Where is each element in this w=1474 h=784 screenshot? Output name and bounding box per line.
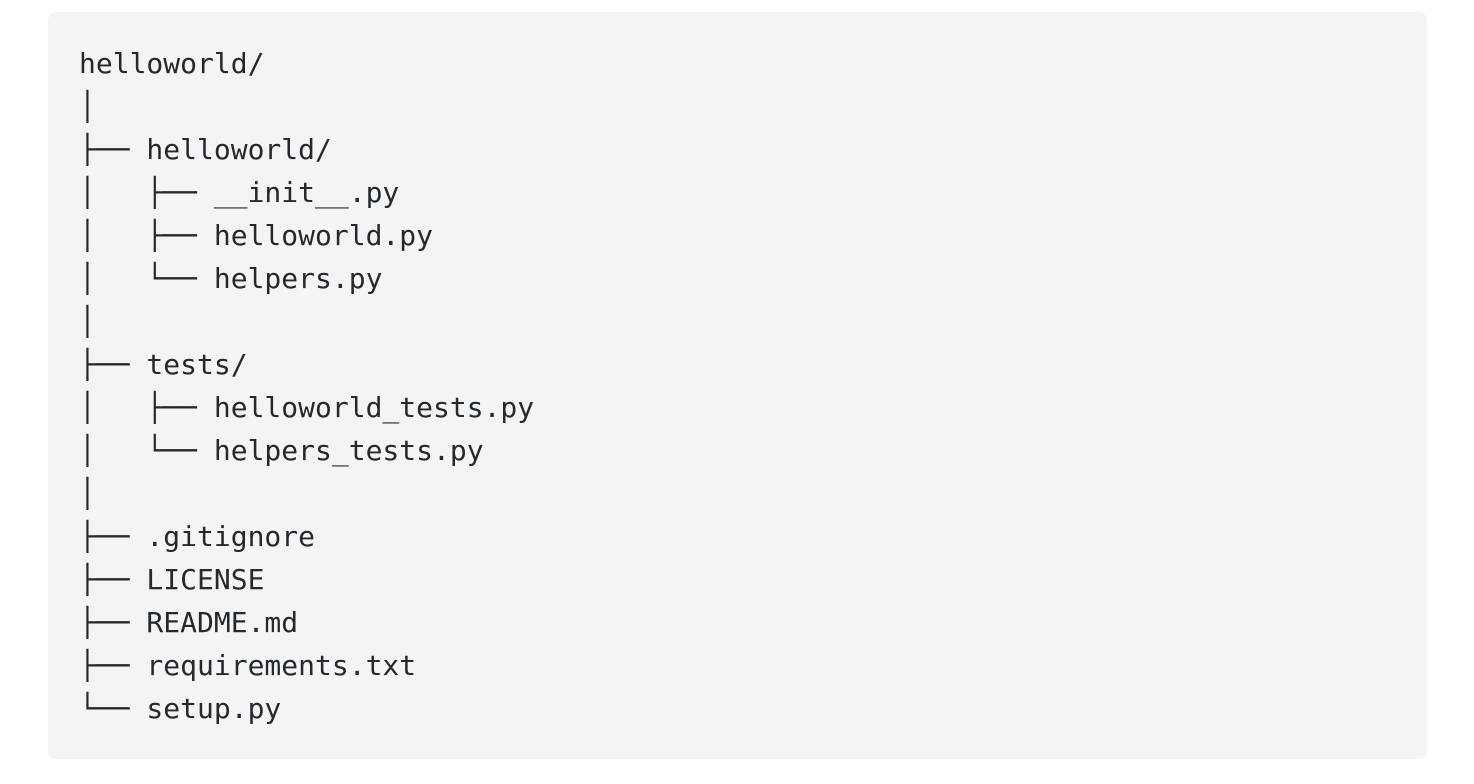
tree-line: │ └── helpers_tests.py (79, 434, 484, 467)
tree-line: ├── .gitignore (79, 520, 316, 553)
tree-line: │ ├── __init__.py (79, 176, 400, 209)
tree-line: ├── requirements.txt (79, 649, 417, 682)
tree-line: helloworld/ (79, 47, 265, 80)
tree-line: ├── helloworld/ (79, 133, 332, 166)
tree-line: │ (79, 90, 96, 123)
tree-line: ├── README.md (79, 606, 299, 639)
tree-line: │ ├── helloworld.py (79, 219, 434, 252)
project-tree-text: helloworld/ │ ├── helloworld/ │ ├── __init_… (79, 42, 534, 730)
project-tree-panel: helloworld/ │ ├── helloworld/ │ ├── __init_… (48, 12, 1427, 759)
tree-line: │ ├── helloworld_tests.py (79, 391, 535, 424)
tree-line: └── setup.py (79, 692, 282, 725)
tree-line: │ (79, 305, 96, 338)
tree-line: ├── tests/ (79, 348, 248, 381)
tree-line: ├── LICENSE (79, 563, 265, 596)
tree-line: │ └── helpers.py (79, 262, 383, 295)
tree-line: │ (79, 477, 96, 510)
